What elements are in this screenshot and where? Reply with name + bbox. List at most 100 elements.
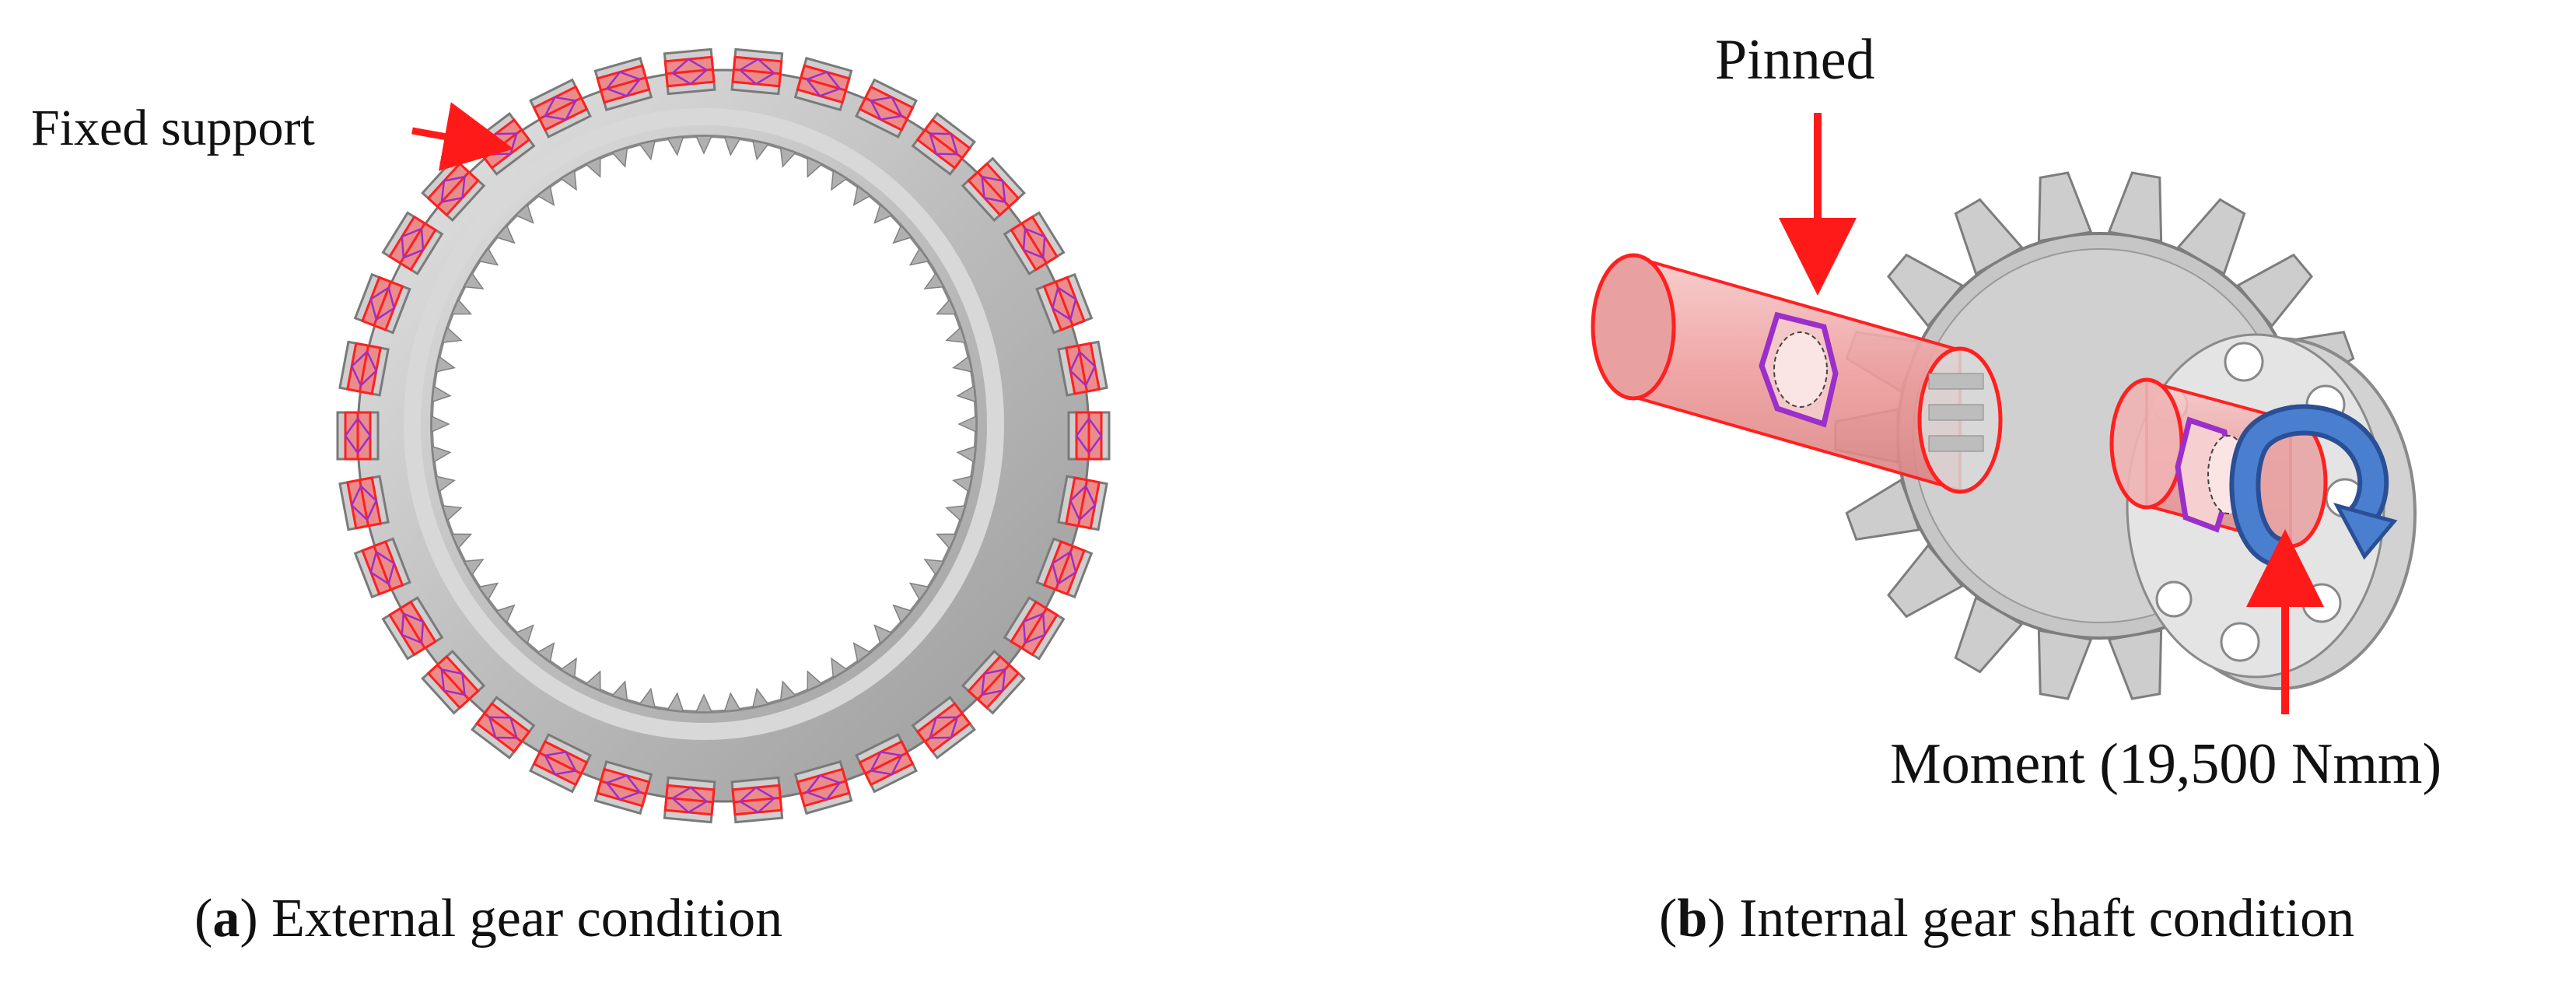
internal-tooth: [807, 156, 823, 178]
internal-tooth: [956, 445, 976, 463]
gear-ring-rim: [404, 108, 1004, 740]
internal-tooth: [585, 156, 601, 178]
internal-tooth: [478, 247, 499, 266]
internal-tooth: [451, 299, 473, 315]
support-marker: [928, 716, 959, 739]
spur-gear-tooth: [1954, 198, 2024, 276]
support-marker: [738, 58, 776, 86]
internal-tooth: [852, 185, 872, 206]
support-marker: [981, 175, 1006, 204]
support-marker: [401, 227, 425, 260]
internal-tooth: [667, 692, 684, 712]
support-marker: [670, 786, 709, 814]
spur-gear-tooth: [2107, 171, 2163, 243]
internal-tooth: [463, 272, 485, 289]
flange-bolt-hole: [2224, 342, 2264, 382]
support-marker: [981, 668, 1006, 696]
internal-tooth: [935, 533, 957, 549]
internal-tooth: [559, 657, 577, 679]
internal-tooth: [695, 693, 713, 713]
support-marker: [869, 96, 904, 121]
internal-tooth: [831, 170, 849, 191]
internal-tooth: [463, 559, 485, 577]
fixed-support-patch: [346, 342, 382, 395]
internal-tooth: [495, 224, 516, 244]
internal-tooth: [873, 204, 893, 224]
internal-tooth: [441, 326, 463, 344]
spur-gear-tooth: [1954, 595, 2024, 674]
internal-tooth: [957, 415, 977, 433]
internal-tooth: [478, 582, 499, 601]
internal-tooth: [639, 687, 656, 708]
internal-tooth: [435, 355, 456, 373]
internal-tooth: [945, 504, 967, 522]
fixed-support-arrow: [411, 102, 514, 171]
spur-gear-tooth: [1887, 253, 1965, 328]
internal-tooth: [559, 170, 577, 191]
internal-tooth: [585, 670, 601, 692]
support-marker: [805, 774, 842, 801]
internal-tooth: [952, 475, 973, 493]
fixed-support-patch: [731, 55, 783, 88]
support-marker: [869, 751, 904, 776]
internal-tooth: [908, 247, 930, 266]
internal-tooth: [935, 299, 957, 315]
support-marker: [1069, 484, 1097, 522]
support-marker: [1022, 227, 1046, 260]
support-marker: [350, 484, 378, 522]
internal-tooth: [892, 604, 913, 624]
internal-tooth: [852, 642, 872, 663]
support-marker: [401, 612, 425, 644]
internal-tooth: [536, 185, 555, 206]
flange-bolt-hole: [2301, 583, 2342, 623]
support-marker: [605, 71, 642, 97]
internal-tooth: [752, 687, 769, 708]
internal-tooth: [639, 140, 656, 161]
flange-bolt-hole: [2220, 622, 2260, 662]
spur-gear-tooth: [1845, 478, 1921, 541]
support-marker: [369, 286, 396, 321]
internal-tooth: [451, 533, 473, 549]
internal-tooth: [945, 326, 967, 344]
fixed-support-patch: [731, 784, 783, 816]
support-marker: [670, 58, 709, 86]
internal-tooth: [611, 146, 628, 168]
support-marker: [1051, 550, 1077, 586]
support-marker: [350, 349, 378, 388]
internal-tooth: [667, 136, 684, 156]
caption-a: (a) External gear condition: [194, 889, 783, 949]
support-marker: [1051, 286, 1077, 321]
internal-tooth: [435, 475, 456, 493]
internal-tooth: [723, 136, 741, 156]
internal-tooth: [831, 657, 849, 679]
support-marker: [928, 132, 959, 156]
internal-tooth: [431, 415, 450, 433]
internal-tooth: [908, 582, 930, 601]
support-marker: [440, 668, 466, 696]
internal-tooth: [515, 624, 534, 644]
support-marker: [543, 96, 578, 121]
caption-b-letter: b: [1677, 889, 1708, 949]
support-marker: [1075, 416, 1103, 455]
gear-ring-bore: [430, 135, 978, 714]
support-marker: [369, 550, 396, 586]
spur-gear-tooth: [2037, 171, 2093, 243]
spur-gear-tooth: [2037, 629, 2093, 700]
internal-teeth: [431, 135, 977, 713]
internal-tooth: [892, 224, 913, 244]
external-gear: [336, 47, 1111, 824]
support-marker: [805, 71, 842, 97]
internal-tooth: [432, 445, 452, 463]
pinned-label: Pinned: [1715, 28, 1875, 92]
internal-gear-shaft: [1591, 171, 2417, 700]
support-marker: [1022, 612, 1046, 644]
internal-tooth: [441, 504, 463, 522]
internal-tooth: [956, 385, 976, 403]
caption-a-letter: a: [212, 889, 240, 949]
internal-tooth: [923, 272, 945, 289]
caption-b: (b) Internal gear shaft condition: [1659, 889, 2355, 949]
spur-gear-tooth: [2235, 253, 2313, 328]
spur-gear-tooth: [2176, 198, 2246, 276]
outer-teeth: [336, 47, 1111, 824]
